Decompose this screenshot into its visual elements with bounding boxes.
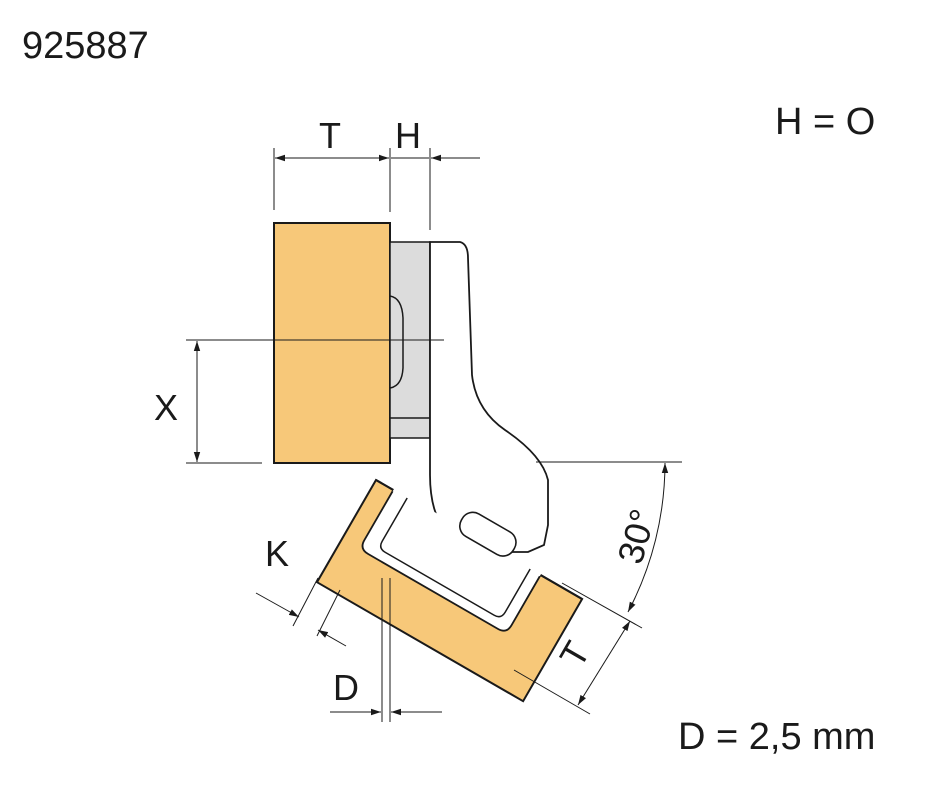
door-group xyxy=(315,478,584,703)
angle-label: 30° xyxy=(609,505,663,569)
k-arrow-right xyxy=(317,629,347,647)
cabinet-panel xyxy=(273,222,391,464)
td-dim-label: T xyxy=(551,634,598,674)
d-dim-label: D xyxy=(333,667,359,708)
td-dim-line xyxy=(577,620,631,706)
h-equals-note: H = O xyxy=(775,101,875,143)
k-dim-label: K xyxy=(265,533,289,574)
h-dim-label: H xyxy=(395,115,421,156)
td-ext-top xyxy=(561,582,643,629)
hinge-arm xyxy=(429,241,549,553)
k-ext-1 xyxy=(316,589,341,637)
x-dim-label: X xyxy=(154,387,178,428)
t-dim-label: T xyxy=(319,115,341,156)
cup-inner xyxy=(379,497,531,618)
hinge-cup xyxy=(361,489,542,632)
td-ext-bottom xyxy=(513,669,591,715)
angle-arc xyxy=(627,462,669,613)
hinge-knuckle xyxy=(458,511,517,557)
k-arrow-left xyxy=(255,592,300,618)
plate-slot xyxy=(389,295,404,389)
d-equals-note: D = 2,5 mm xyxy=(678,716,875,758)
k-ext-2 xyxy=(292,577,319,627)
part-number: 925887 xyxy=(22,25,149,67)
